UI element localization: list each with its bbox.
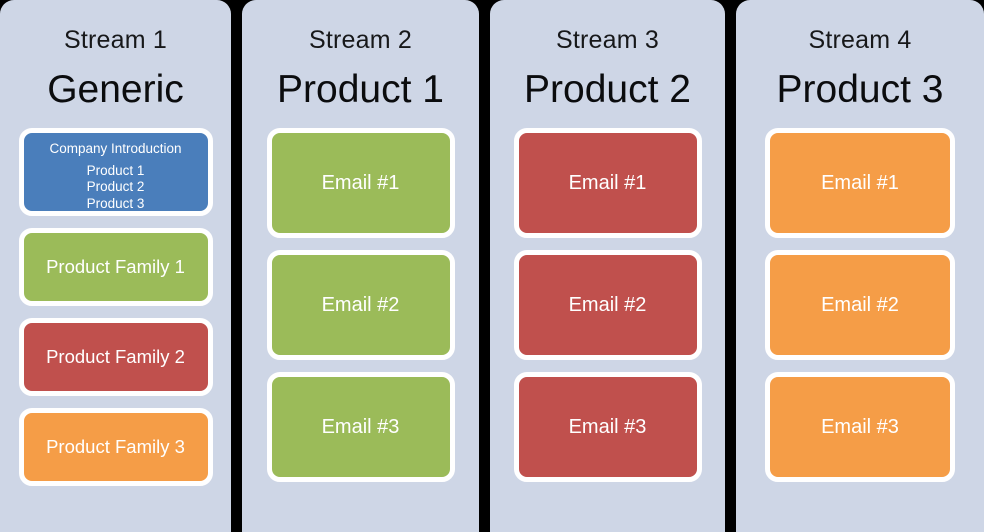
card-email-2[interactable]: Email #2	[266, 250, 455, 360]
card-product-family-3[interactable]: Product Family 3	[18, 408, 213, 486]
stream-panel-2[interactable]: Stream 2 Product 1 Email #1 Email #2 Ema…	[242, 0, 479, 532]
stream-label-4: Stream 4	[808, 26, 912, 54]
card-heading: Company Introduction	[49, 141, 182, 156]
stream-title-4: Product 3	[776, 68, 944, 111]
card-email-3[interactable]: Email #3	[266, 372, 455, 482]
card-stack-4: Email #1 Email #2 Email #3	[736, 128, 984, 482]
card-company-introduction[interactable]: Company Introduction Product 1 Product 2…	[18, 128, 213, 216]
card-stack-1: Company Introduction Product 1 Product 2…	[0, 128, 231, 486]
stream-panel-1[interactable]: Stream 1 Generic Company Introduction Pr…	[0, 0, 231, 532]
stream-label-1: Stream 1	[63, 26, 168, 54]
card-product-family-2[interactable]: Product Family 2	[18, 318, 213, 396]
stream-title-2: Product 1	[277, 68, 444, 111]
card-email-3[interactable]: Email #3	[513, 372, 702, 482]
stream-panel-3[interactable]: Stream 3 Product 2 Email #1 Email #2 Ema…	[490, 0, 725, 532]
card-email-2[interactable]: Email #2	[513, 250, 702, 360]
stream-label-3: Stream 3	[555, 26, 660, 54]
card-item: Product 2	[86, 179, 145, 195]
stream-title-3: Product 2	[524, 68, 691, 111]
stream-label-2: Stream 2	[308, 26, 413, 54]
card-email-1[interactable]: Email #1	[765, 128, 955, 238]
card-stack-2: Email #1 Email #2 Email #3	[242, 128, 479, 482]
stream-panel-4[interactable]: Stream 4 Product 3 Email #1 Email #2 Ema…	[736, 0, 984, 532]
card-item: Product 1	[86, 162, 145, 178]
card-email-1[interactable]: Email #1	[266, 128, 455, 238]
card-stack-3: Email #1 Email #2 Email #3	[490, 128, 725, 482]
card-product-family-1[interactable]: Product Family 1	[18, 228, 213, 306]
card-email-1[interactable]: Email #1	[513, 128, 702, 238]
card-email-2[interactable]: Email #2	[765, 250, 955, 360]
card-email-3[interactable]: Email #3	[765, 372, 955, 482]
stream-title-1: Generic	[47, 68, 184, 111]
card-item: Product 3	[86, 196, 145, 212]
